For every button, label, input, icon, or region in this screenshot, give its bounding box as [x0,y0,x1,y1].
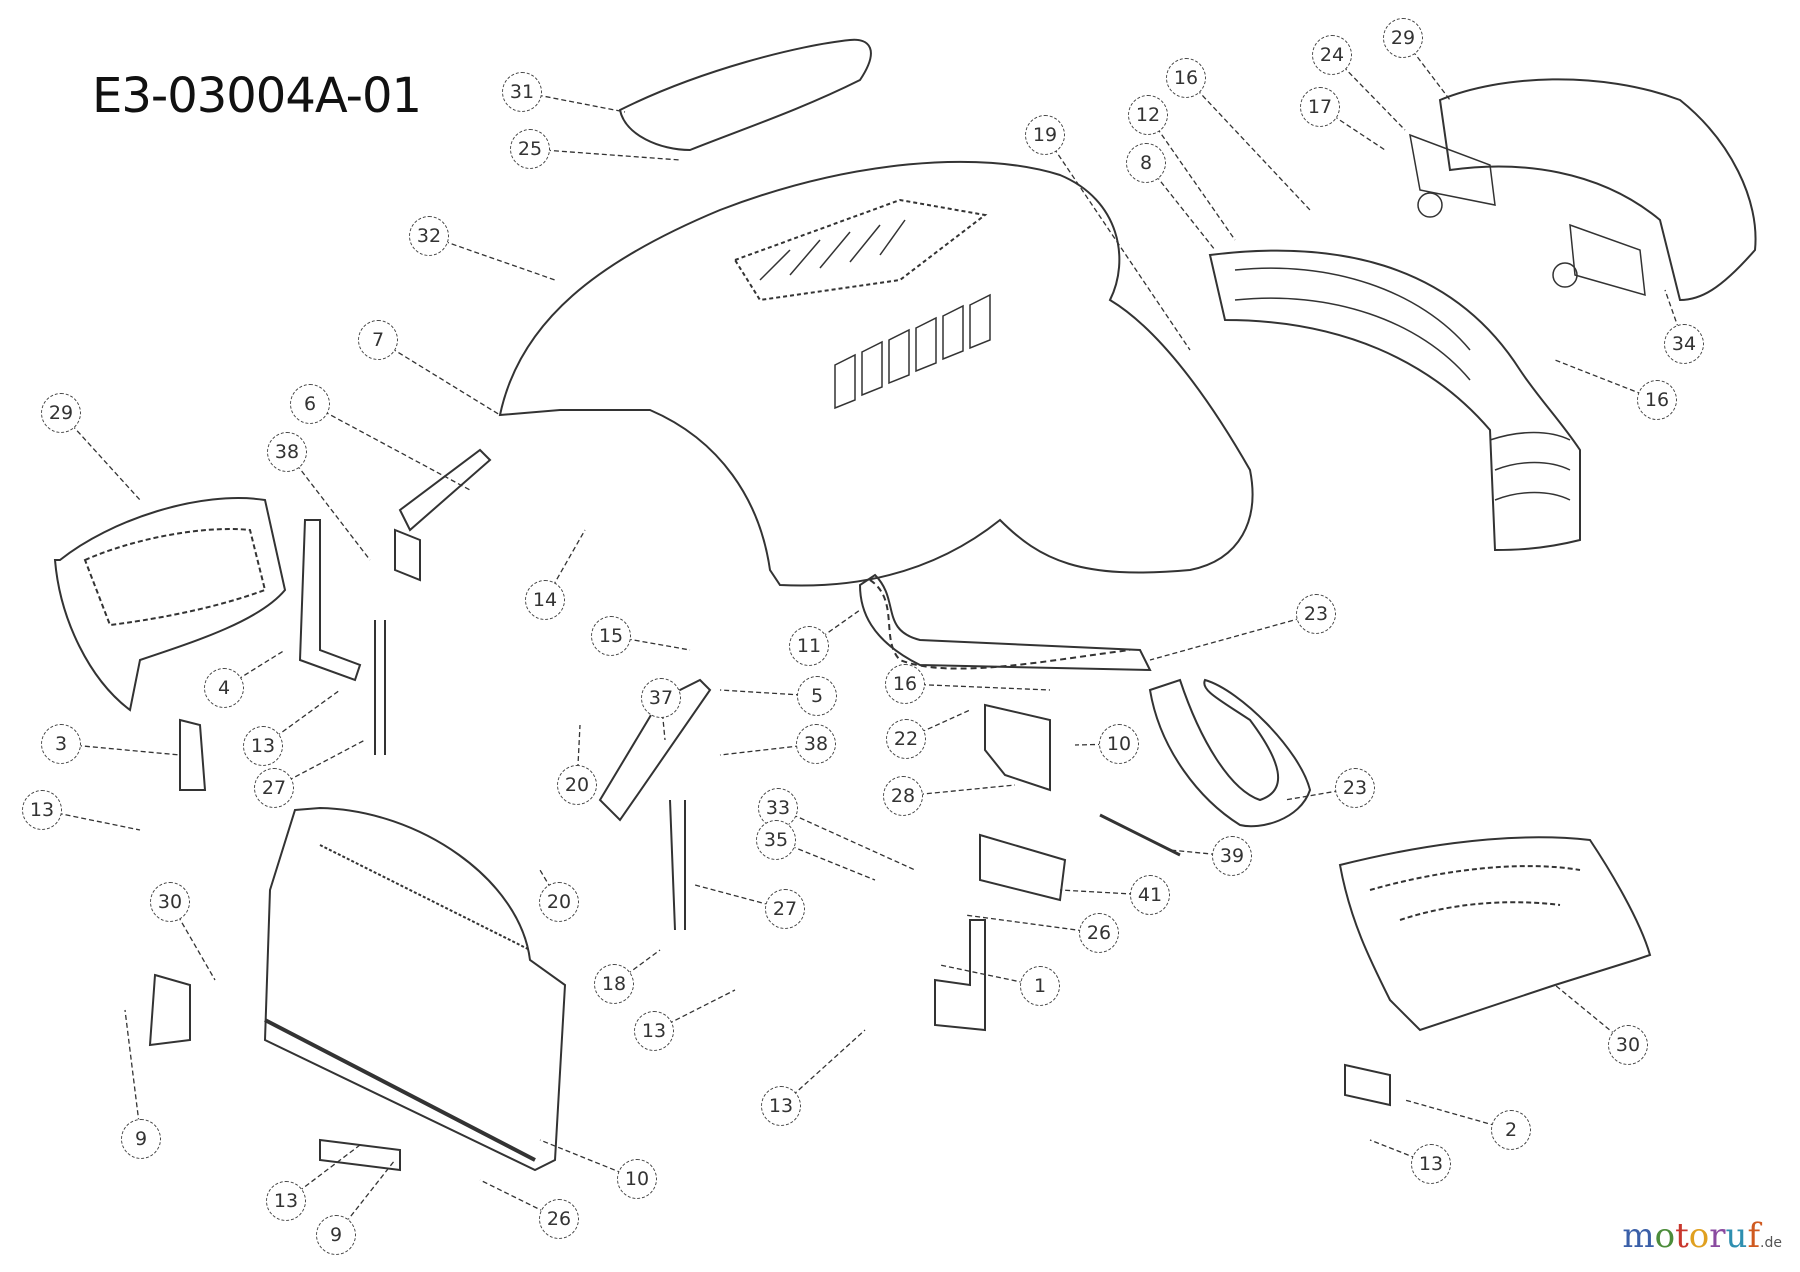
headlight-bracket [1409,78,1757,302]
part-callout-13: 13 [266,1181,306,1221]
leader-line [286,451,371,561]
hood [498,160,1254,670]
leader-line [964,914,1100,934]
part-callout-32: 32 [409,216,449,256]
part-callout-10: 10 [1099,724,1139,764]
leader-line [1044,134,1191,351]
part-callout-37: 37 [641,678,681,718]
part-callout-29: 29 [41,393,81,433]
diagram-title: E3-03004A-01 [92,68,422,124]
top-cover [618,38,872,152]
leader-line [1149,613,1317,661]
part-callout-34: 34 [1664,324,1704,364]
part-callout-38: 38 [267,432,307,472]
right-side-panel [1338,836,1652,1032]
part-callout-22: 22 [886,719,926,759]
leader-line [309,403,471,491]
part-callout-2: 2 [1491,1110,1531,1150]
part-callout-19: 19 [1025,115,1065,155]
leader-line [653,989,736,1032]
front-grille [1208,249,1581,552]
hinge-parts [148,448,1391,1172]
part-callout-26: 26 [539,1199,579,1239]
part-callout-38: 38 [796,724,836,764]
leader-lines [41,37,1685,1236]
bumper [858,573,1312,828]
part-callout-23: 23 [1296,594,1336,634]
leader-line [544,529,586,601]
leader-line [610,635,691,651]
part-callout-7: 7 [358,320,398,360]
leader-line [529,148,681,161]
part-callout-27: 27 [254,768,294,808]
part-callout-1: 1 [1020,966,1060,1006]
part-callout-16: 16 [1637,380,1677,420]
part-callout-29: 29 [1383,18,1423,58]
part-callout-13: 13 [761,1086,801,1126]
part-callout-8: 8 [1126,143,1166,183]
part-callout-13: 13 [22,790,62,830]
part-callout-26: 26 [1079,913,1119,953]
part-callout-31: 31 [502,72,542,112]
part-callout-4: 4 [204,668,244,708]
motoruf-logo: motoruf.de [1622,1216,1782,1256]
part-callout-35: 35 [756,820,796,860]
part-callout-14: 14 [525,580,565,620]
part-callout-27: 27 [765,889,805,929]
part-callout-39: 39 [1212,836,1252,876]
dash-panel [263,806,567,1172]
leader-line [777,807,916,871]
part-callout-13: 13 [243,726,283,766]
part-callout-3: 3 [41,724,81,764]
leader-line [1059,889,1151,896]
part-callout-15: 15 [591,616,631,656]
leader-line [1185,77,1311,211]
part-callout-30: 30 [150,882,190,922]
left-side-panel [53,497,287,712]
part-callout-5: 5 [797,676,837,716]
part-callout-23: 23 [1335,768,1375,808]
part-callout-6: 6 [290,384,330,424]
part-callout-9: 9 [121,1119,161,1159]
part-callout-13: 13 [1411,1144,1451,1184]
part-callout-24: 24 [1312,35,1352,75]
leader-line [377,339,501,416]
leader-line [479,1179,560,1220]
part-callout-41: 41 [1130,875,1170,915]
leader-line [169,901,216,981]
leader-line [904,683,1051,691]
part-callout-28: 28 [883,776,923,816]
part-callout-16: 16 [885,664,925,704]
part-callout-25: 25 [510,129,550,169]
part-callout-20: 20 [557,765,597,805]
leader-line [1147,114,1236,241]
part-callout-10: 10 [617,1159,657,1199]
leader-line [124,1009,142,1140]
part-callout-12: 12 [1128,95,1168,135]
leader-line [428,235,556,281]
part-callout-30: 30 [1608,1025,1648,1065]
part-callout-16: 16 [1166,58,1206,98]
part-callout-13: 13 [634,1011,674,1051]
part-callout-11: 11 [789,626,829,666]
part-callout-17: 17 [1300,87,1340,127]
part-callout-20: 20 [539,882,579,922]
leader-line [660,697,666,741]
part-callout-18: 18 [594,964,634,1004]
part-callout-9: 9 [316,1215,356,1255]
leader-line [1074,743,1120,746]
